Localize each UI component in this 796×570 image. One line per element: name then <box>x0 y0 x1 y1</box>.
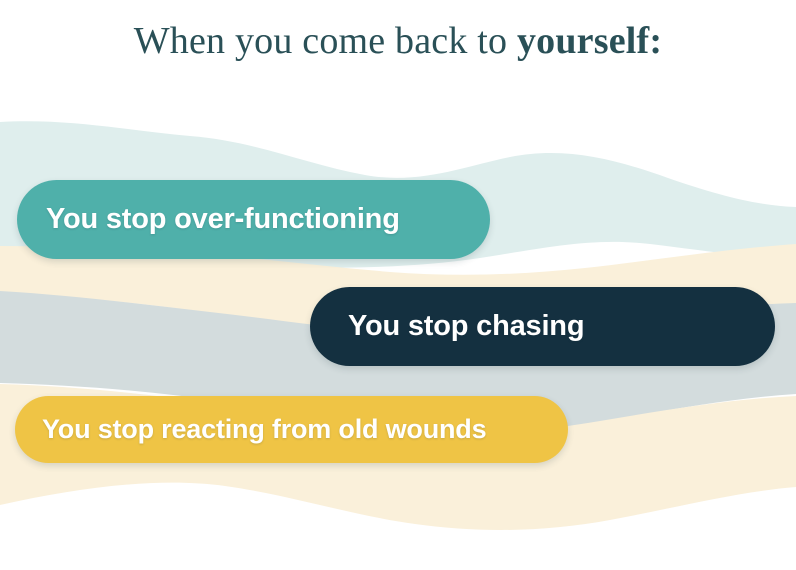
page-title-emphasis: yourself: <box>516 20 663 62</box>
statement-pill-label: You stop chasing <box>348 310 585 342</box>
statement-pill-chasing: You stop chasing <box>310 287 775 366</box>
page-title: When you come back to yourself: <box>0 18 796 66</box>
statement-pill-label: You stop over-functioning <box>46 203 400 235</box>
statement-pill-over-functioning: You stop over-functioning <box>17 180 490 259</box>
statement-pill-old-wounds: You stop reacting from old wounds <box>15 396 568 463</box>
statement-pill-label: You stop reacting from old wounds <box>42 414 487 444</box>
page-title-lead: When you come back to <box>133 20 517 62</box>
